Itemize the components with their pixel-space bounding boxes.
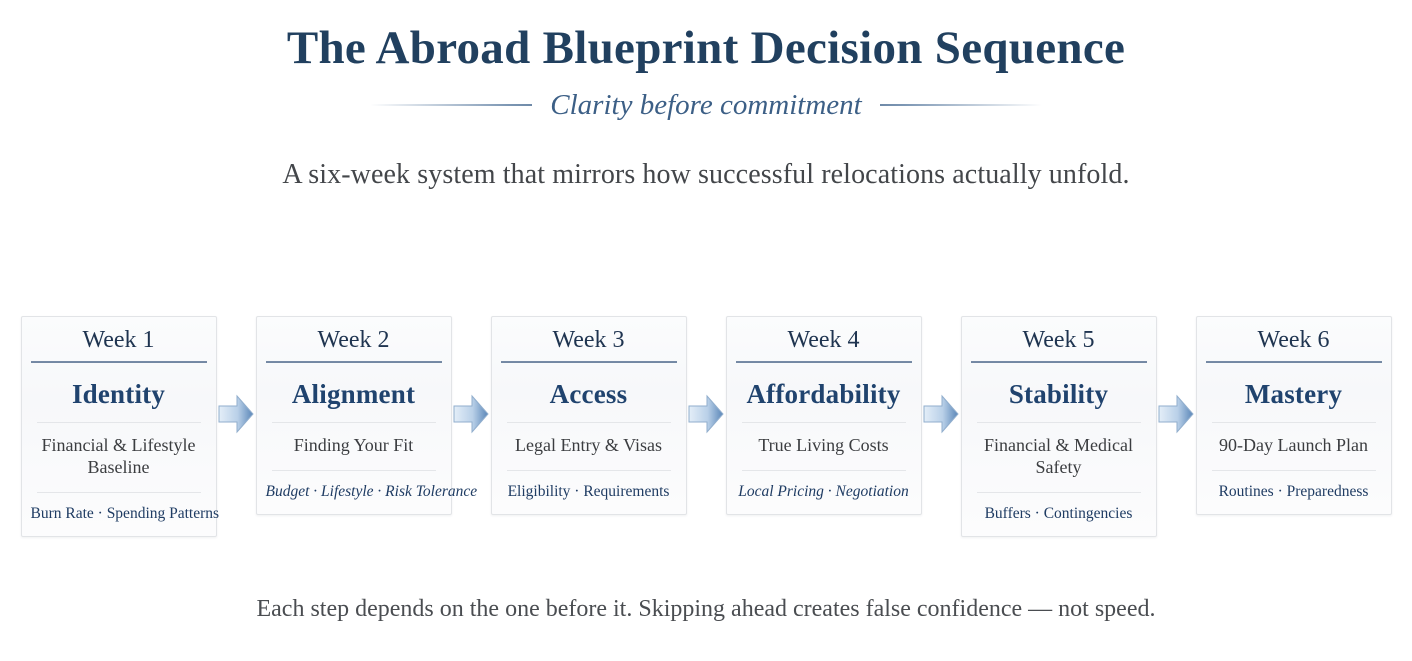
arrow-right-icon (922, 392, 961, 436)
week-card-2[interactable]: Week 2 Alignment Finding Your Fit Budget… (255, 316, 478, 515)
week-card-3[interactable]: Week 3 Access Legal Entry & Visas Eligib… (490, 316, 687, 515)
week-label: Week 6 (1257, 327, 1330, 353)
week-sequence: Week 1 Identity Financial & Lifestyle Ba… (0, 316, 1412, 537)
arrow-right-icon (452, 392, 491, 436)
divider-faint (36, 422, 201, 424)
week-label: Week 5 (1022, 327, 1095, 353)
divider-faint (271, 470, 436, 472)
week-title: Identity (71, 379, 166, 409)
week-description: Finding Your Fit (293, 435, 414, 456)
tagline-row: Clarity before commitment (0, 89, 1412, 122)
divider-faint (976, 492, 1141, 494)
divider-strong (30, 361, 207, 363)
week-label: Week 2 (317, 327, 390, 353)
footer-note: Each step depends on the one before it. … (256, 596, 1156, 622)
week-tags: Buffers · Contingencies (984, 505, 1133, 523)
week-title: Alignment (291, 379, 416, 409)
week-label: Week 4 (787, 327, 860, 353)
divider-strong (1205, 361, 1382, 363)
divider-strong (735, 361, 912, 363)
week-label: Week 1 (82, 327, 155, 353)
arrow-right-icon (217, 392, 256, 436)
divider-strong (970, 361, 1147, 363)
week-card-1[interactable]: Week 1 Identity Financial & Lifestyle Ba… (20, 316, 220, 537)
page-subtitle: A six-week system that mirrors how succe… (282, 158, 1130, 190)
week-description: Legal Entry & Visas (514, 435, 663, 456)
week-title: Mastery (1244, 379, 1343, 409)
week-title: Access (549, 379, 628, 409)
tagline: Clarity before commitment (550, 88, 862, 121)
tagline-rule-left (370, 104, 533, 107)
tagline-rule-right (879, 104, 1042, 107)
divider-strong (265, 361, 442, 363)
arrow-right-icon (687, 392, 726, 436)
divider-faint (741, 470, 906, 472)
divider-faint (1211, 470, 1376, 472)
header: The Abroad Blueprint Decision Sequence C… (0, 0, 1412, 191)
divider-faint (976, 422, 1141, 424)
week-tags: Budget · Lifestyle · Risk Tolerance (265, 483, 478, 501)
divider-faint (506, 422, 671, 424)
divider-faint (36, 492, 201, 494)
week-tags: Eligibility · Requirements (507, 483, 670, 501)
week-label: Week 3 (552, 327, 625, 353)
week-card-5[interactable]: Week 5 Stability Financial & Medical Saf… (960, 316, 1157, 537)
page-title: The Abroad Blueprint Decision Sequence (286, 22, 1126, 74)
week-tags: Local Pricing · Negotiation (738, 483, 909, 501)
divider-faint (506, 470, 671, 472)
week-title: Affordability (746, 379, 901, 409)
divider-faint (1211, 422, 1376, 424)
week-description: 90-Day Launch Plan (1219, 435, 1368, 456)
divider-faint (271, 422, 436, 424)
divider-strong (500, 361, 677, 363)
divider-faint (741, 422, 906, 424)
week-description: Financial & Lifestyle Baseline (41, 435, 196, 478)
week-description: True Living Costs (758, 435, 889, 456)
week-title: Stability (1008, 379, 1109, 409)
week-tags: Burn Rate · Spending Patterns (30, 505, 220, 523)
week-tags: Routines · Preparedness (1218, 483, 1369, 501)
week-card-6[interactable]: Week 6 Mastery 90-Day Launch Plan Routin… (1195, 316, 1392, 515)
week-description: Financial & Medical Safety (984, 435, 1133, 478)
arrow-right-icon (1157, 392, 1196, 436)
week-card-4[interactable]: Week 4 Affordability True Living Costs L… (725, 316, 922, 515)
